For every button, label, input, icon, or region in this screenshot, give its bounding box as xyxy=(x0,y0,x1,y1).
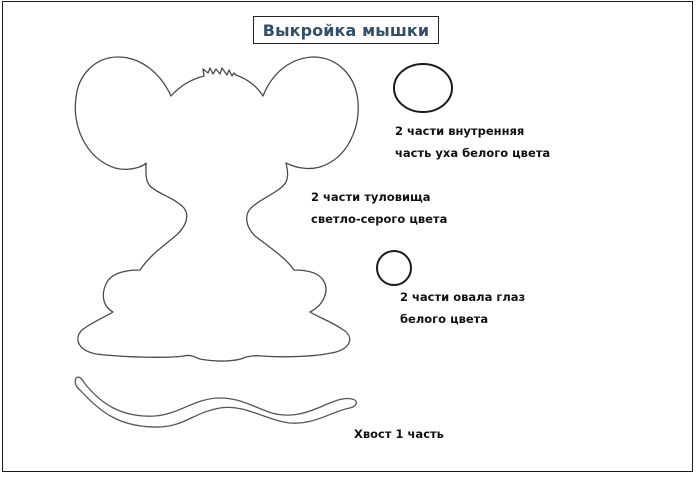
eye-label-line-2: белого цвета xyxy=(400,312,489,326)
eye-circle-shape xyxy=(376,250,412,286)
tail-label: Хвост 1 часть xyxy=(354,423,444,445)
tail-label-line-1: Хвост 1 часть xyxy=(354,427,444,441)
eye-label: 2 части овала глаз белого цвета xyxy=(400,286,525,330)
body-label-line-2: светло-серого цвета xyxy=(311,212,448,226)
inner-ear-label: 2 части внутренняя часть уха белого цвет… xyxy=(395,120,550,164)
mouse-body-shape xyxy=(74,56,359,362)
body-label-line-1: 2 части туловища xyxy=(311,190,431,204)
inner-ear-oval-shape xyxy=(393,63,453,113)
title-box: Выкройка мышки xyxy=(253,16,439,44)
eye-label-line-1: 2 части овала глаз xyxy=(400,290,526,304)
body-label: 2 части туловища светло-серого цвета xyxy=(311,186,447,230)
document-title: Выкройка мышки xyxy=(262,20,430,40)
inner-ear-label-line-1: 2 части внутренняя xyxy=(395,124,525,138)
tail-shape xyxy=(74,376,357,428)
inner-ear-label-line-2: часть уха белого цвета xyxy=(395,146,551,160)
